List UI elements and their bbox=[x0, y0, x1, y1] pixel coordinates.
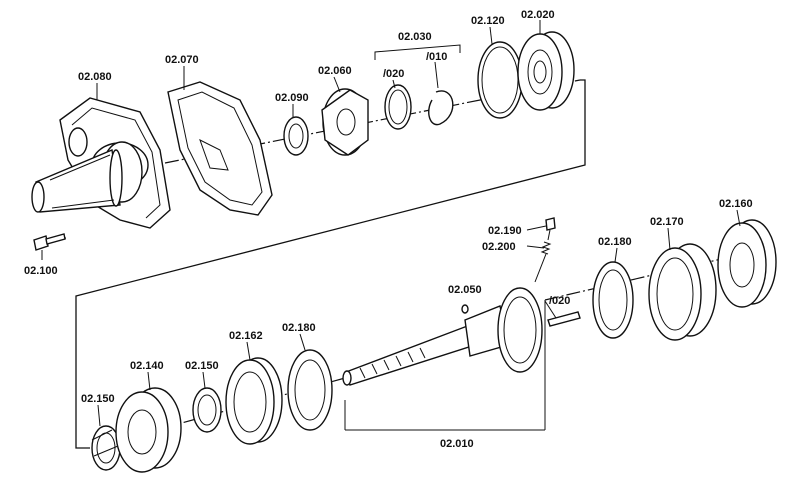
label-02-050: 02.050 bbox=[448, 284, 482, 296]
part-02-090-seal bbox=[283, 116, 309, 156]
part-02-150-mid-needle-bearing bbox=[192, 387, 222, 433]
part-02-030-rings bbox=[374, 44, 461, 130]
label-02-030: 02.030 bbox=[398, 31, 432, 43]
label-02-070: 02.070 bbox=[165, 54, 199, 66]
part-02-050-ball bbox=[461, 304, 469, 314]
label-02-120: 02.120 bbox=[471, 15, 505, 27]
label-02-190: 02.190 bbox=[488, 225, 522, 237]
label-02-100: 02.100 bbox=[24, 265, 58, 277]
label-02-200: 02.200 bbox=[482, 241, 516, 253]
part-02-160-gear bbox=[717, 219, 777, 308]
part-02-080-cover bbox=[31, 97, 171, 229]
part-02-190-screw bbox=[545, 217, 556, 241]
label-02-020: 02.020 bbox=[521, 9, 555, 21]
label-02-140: 02.140 bbox=[130, 360, 164, 372]
part-labels: 02.080 02.070 02.090 02.060 02.030 /020 … bbox=[24, 9, 753, 450]
label-02-180-right: 02.180 bbox=[598, 236, 632, 248]
label-02-170: 02.170 bbox=[650, 216, 684, 228]
label-02-060: 02.060 bbox=[318, 65, 352, 77]
part-02-070-gasket bbox=[167, 81, 273, 216]
part-02-162-ring-gear bbox=[225, 357, 283, 445]
label-02-080: 02.080 bbox=[78, 71, 112, 83]
label-02-010-020: /020 bbox=[549, 295, 570, 307]
label-02-162: 02.162 bbox=[229, 330, 263, 342]
part-02-170-sleeve bbox=[648, 243, 717, 341]
part-02-100-bolt bbox=[33, 233, 66, 251]
part-02-180-left-synchro-ring bbox=[287, 349, 333, 431]
label-02-090: 02.090 bbox=[275, 92, 309, 104]
label-02-150-left: 02.150 bbox=[81, 393, 115, 405]
part-02-010-main-shaft bbox=[342, 287, 546, 431]
label-02-030-010: /010 bbox=[426, 51, 447, 63]
label-02-010: 02.010 bbox=[440, 438, 474, 450]
label-02-030-020: /020 bbox=[383, 68, 404, 80]
label-02-150-mid: 02.150 bbox=[185, 360, 219, 372]
part-02-020-bearing bbox=[517, 31, 575, 111]
leader-lines bbox=[41, 20, 741, 427]
part-02-200-spring bbox=[534, 241, 552, 283]
part-02-060-pump bbox=[321, 88, 369, 156]
label-02-180-left: 02.180 bbox=[282, 322, 316, 334]
part-02-140-gear bbox=[115, 387, 182, 473]
label-02-160: 02.160 bbox=[719, 198, 753, 210]
part-02-180-right-synchro-ring bbox=[592, 261, 634, 339]
part-02-010-020-pin bbox=[547, 311, 581, 327]
part-02-120-washer bbox=[477, 41, 523, 119]
